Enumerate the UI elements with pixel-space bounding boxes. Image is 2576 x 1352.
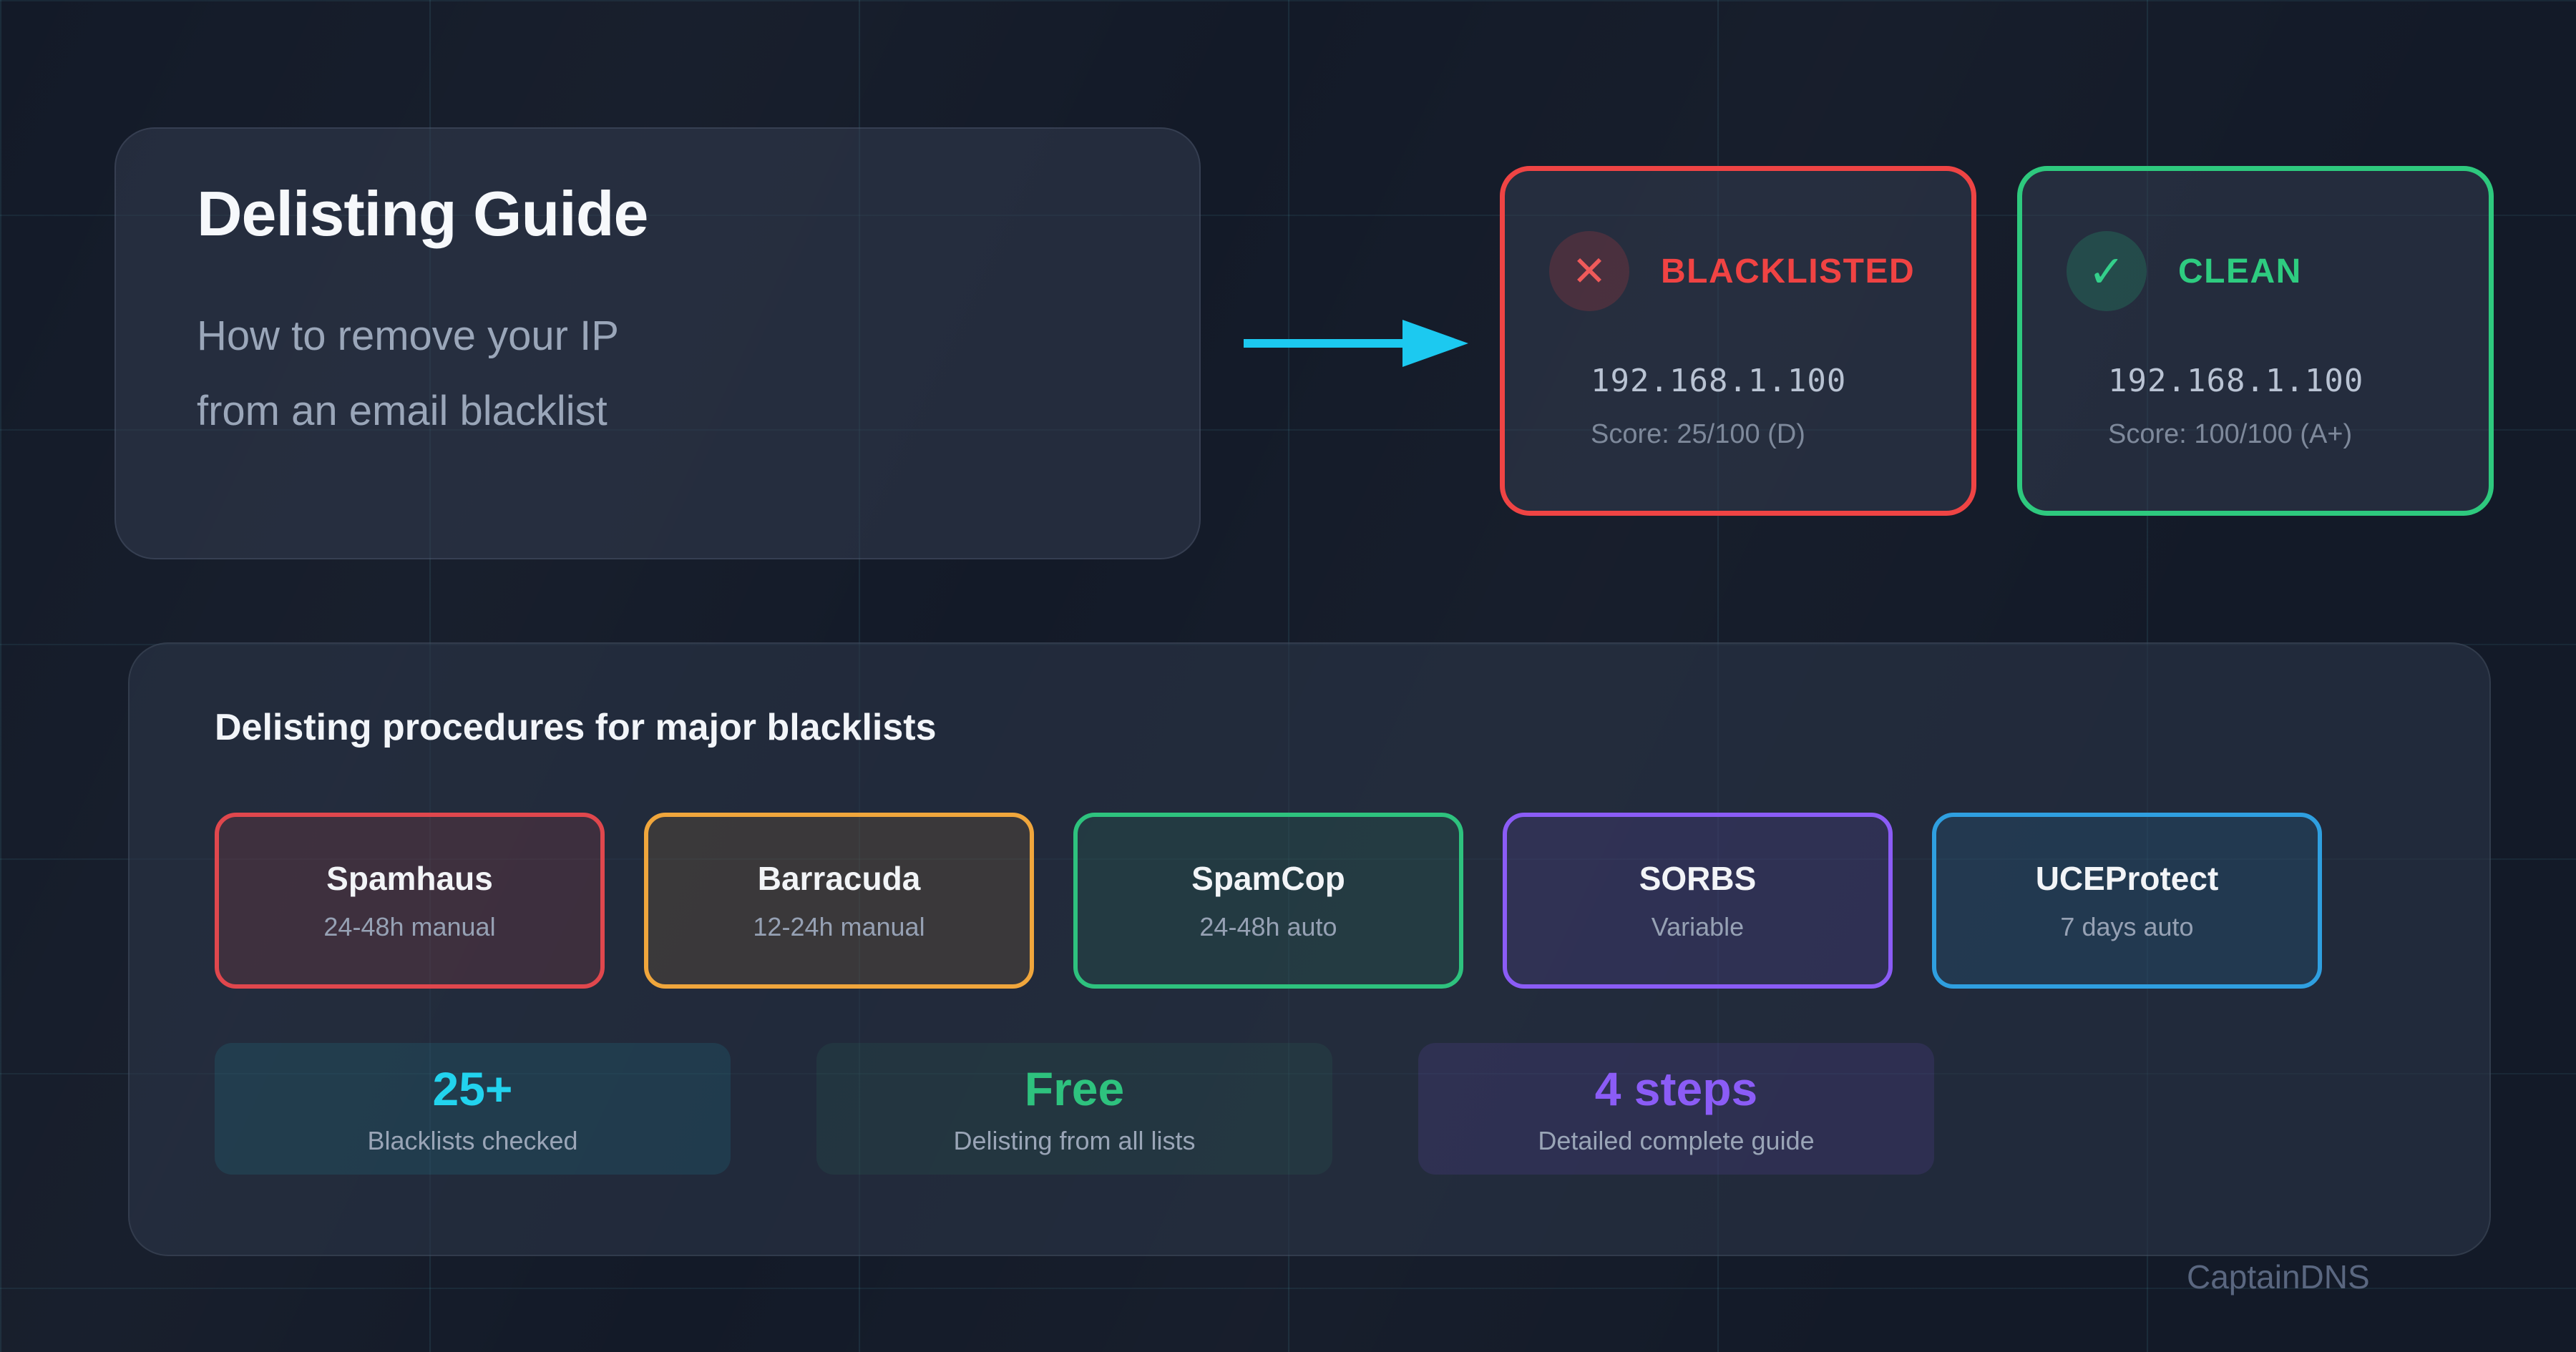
arrow-shaft xyxy=(1244,339,1413,348)
blacklist-card-sorbs: SORBS Variable xyxy=(1503,812,1893,989)
blacklist-name: UCEProtect xyxy=(2035,859,2219,897)
blacklisted-status-label: BLACKLISTED xyxy=(1661,252,1916,290)
clean-status-card: ✓ CLEAN 192.168.1.100 Score: 100/100 (A+… xyxy=(2017,166,2494,516)
clean-ip-address: 192.168.1.100 xyxy=(2108,363,2364,399)
clean-status-label: CLEAN xyxy=(2178,252,2302,290)
arrow-head xyxy=(1402,320,1468,367)
stat-pill-blacklists-checked: 25+ Blacklists checked xyxy=(215,1042,731,1175)
hero-card: Delisting Guide How to remove your IP fr… xyxy=(114,127,1201,559)
blacklist-time: 24-48h manual xyxy=(323,911,496,941)
clean-score: Score: 100/100 (A+) xyxy=(2108,419,2353,449)
blacklist-card-spamcop: SpamCop 24-48h auto xyxy=(1073,812,1463,989)
blacklist-name: SORBS xyxy=(1639,859,1757,897)
stat-label: Delisting from all lists xyxy=(953,1125,1196,1155)
stat-label: Blacklists checked xyxy=(367,1125,578,1155)
blacklist-name: Spamhaus xyxy=(326,859,493,897)
blacklist-time: 7 days auto xyxy=(2060,911,2194,941)
blacklist-card-spamhaus: Spamhaus 24-48h manual xyxy=(215,812,605,989)
stat-pill-guide-steps: 4 steps Detailed complete guide xyxy=(1418,1042,1934,1175)
blacklist-time: Variable xyxy=(1651,911,1745,941)
blacklist-cards-row: Spamhaus 24-48h manual Barracuda 12-24h … xyxy=(215,812,2489,989)
stat-value: 25+ xyxy=(432,1062,513,1115)
clean-status-row: ✓ CLEAN xyxy=(2067,231,2446,311)
page-subtitle: How to remove your IP from an email blac… xyxy=(197,298,1121,449)
stat-value: Free xyxy=(1024,1062,1125,1115)
blacklist-card-uceprotect: UCEProtect 7 days auto xyxy=(1932,812,2322,989)
stat-label: Detailed complete guide xyxy=(1538,1125,1815,1155)
procedures-heading: Delisting procedures for major blacklist… xyxy=(215,707,937,748)
blacklist-name: SpamCop xyxy=(1191,859,1345,897)
check-icon: ✓ xyxy=(2067,231,2147,311)
x-icon-glyph: ✕ xyxy=(1571,247,1607,295)
blacklist-time: 24-48h auto xyxy=(1199,911,1337,941)
stats-row: 25+ Blacklists checked Free Delisting fr… xyxy=(215,1042,2489,1175)
blacklisted-status-card: ✕ BLACKLISTED 192.168.1.100 Score: 25/10… xyxy=(1500,166,1976,516)
stat-value: 4 steps xyxy=(1594,1062,1758,1115)
blacklist-card-barracuda: Barracuda 12-24h manual xyxy=(644,812,1034,989)
brand-watermark: CaptainDNS xyxy=(2187,1258,2370,1295)
blacklist-name: Barracuda xyxy=(757,859,921,897)
arrow-right-icon xyxy=(1244,318,1473,369)
blacklist-time: 12-24h manual xyxy=(753,911,925,941)
procedures-panel: Delisting procedures for major blacklist… xyxy=(128,642,2491,1256)
blacklisted-ip-address: 192.168.1.100 xyxy=(1591,363,1847,399)
check-icon-glyph: ✓ xyxy=(2088,245,2125,298)
x-icon: ✕ xyxy=(1549,231,1629,311)
blacklisted-score: Score: 25/100 (D) xyxy=(1591,419,1805,449)
page-title: Delisting Guide xyxy=(197,178,648,249)
stat-pill-free-delisting: Free Delisting from all lists xyxy=(816,1042,1332,1175)
page-subtitle-line2: from an email blacklist xyxy=(197,388,608,435)
page-subtitle-line1: How to remove your IP xyxy=(197,312,619,359)
blacklisted-status-row: ✕ BLACKLISTED xyxy=(1549,231,1928,311)
